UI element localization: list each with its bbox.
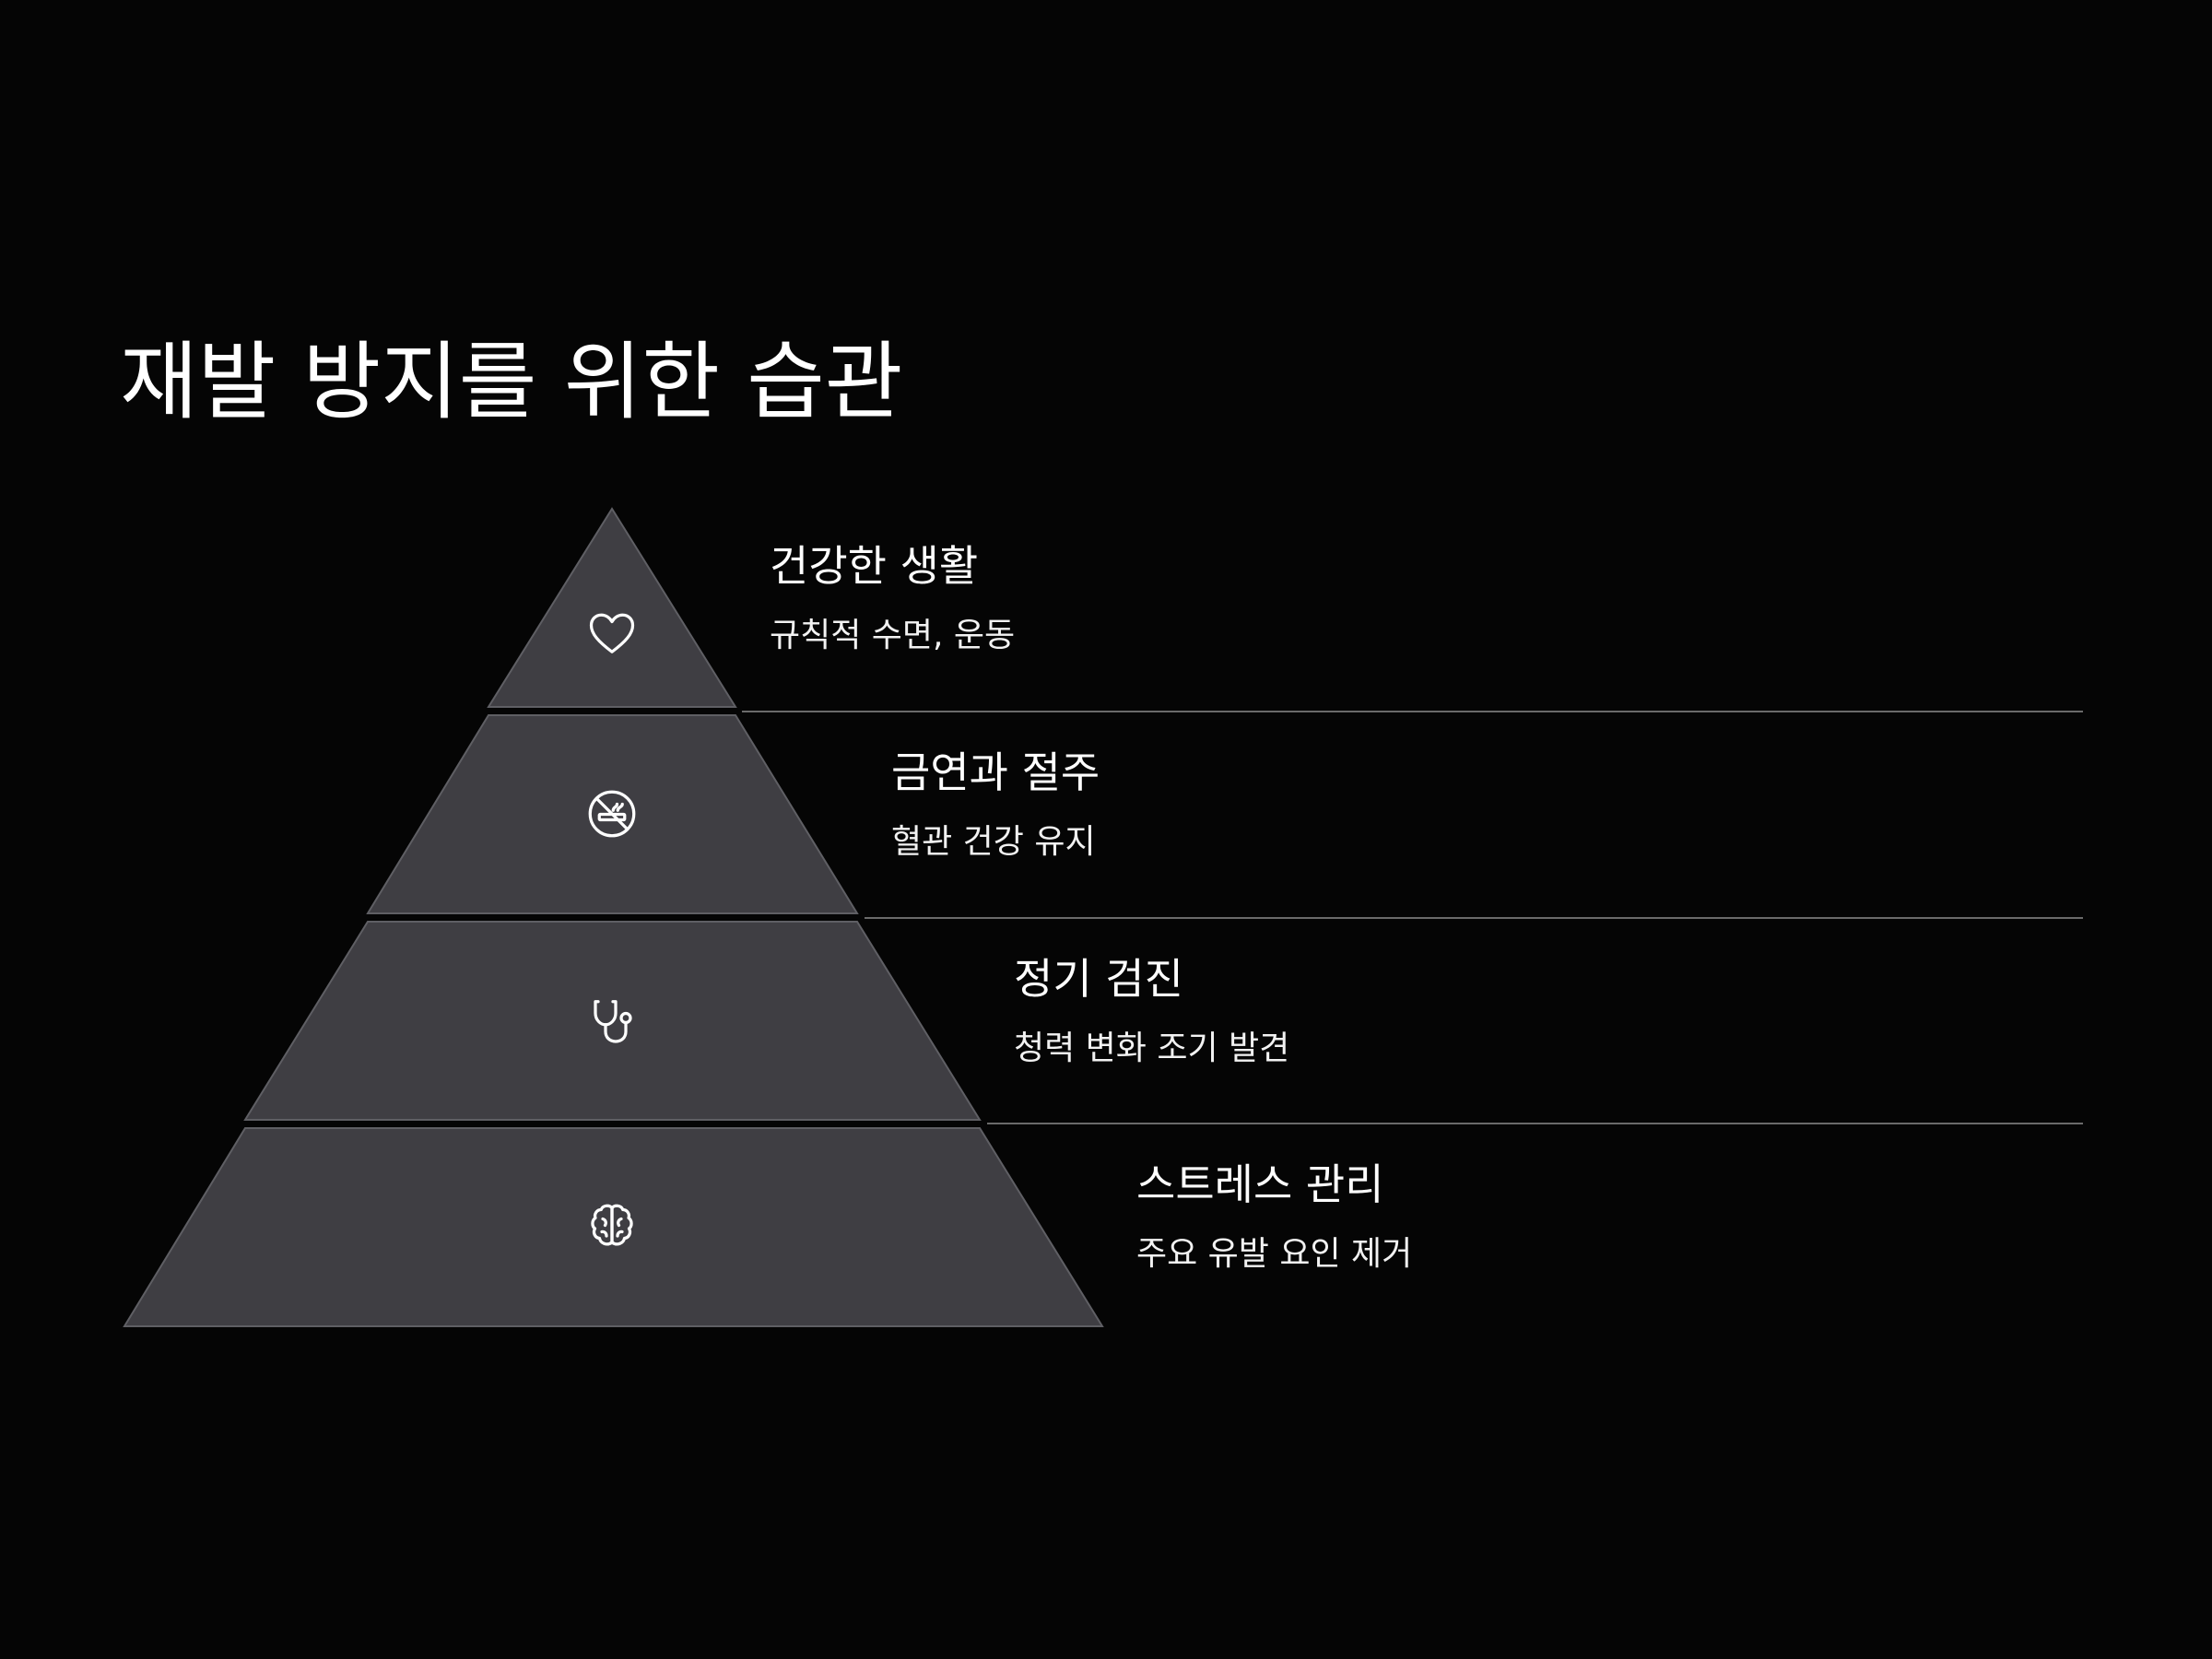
tier-heading: 건강한 생활 bbox=[770, 541, 979, 591]
tier-heading: 스트레스 관리 bbox=[1136, 1159, 1384, 1209]
brain-icon bbox=[584, 1198, 640, 1253]
tier-description: 주요 유발 요인 제거 bbox=[1136, 1235, 1413, 1273]
tier-heading: 금연과 절주 bbox=[891, 747, 1100, 797]
stethoscope-icon bbox=[584, 994, 640, 1049]
slide-title: 재발 방지를 위한 습관 bbox=[120, 333, 903, 431]
tier-text-1: 건강한 생활 규칙적 수면, 운동 bbox=[770, 538, 1015, 658]
no-smoking-icon bbox=[584, 786, 640, 841]
tier-text-4: 스트레스 관리 주요 유발 요인 제거 bbox=[1136, 1157, 1412, 1277]
tier-heading: 정기 검진 bbox=[1014, 954, 1183, 1004]
heart-icon bbox=[584, 605, 640, 660]
tier-description: 혈관 건강 유지 bbox=[891, 823, 1096, 861]
pyramid-tier-1 bbox=[487, 507, 737, 708]
tier-description: 청력 변화 조기 발견 bbox=[1014, 1030, 1290, 1067]
tier-description: 규칙적 수면, 운동 bbox=[770, 617, 1016, 654]
tier-text-2: 금연과 절주 혈관 건강 유지 bbox=[891, 745, 1100, 865]
tier-text-3: 정기 검진 청력 변화 조기 발견 bbox=[1014, 951, 1289, 1071]
